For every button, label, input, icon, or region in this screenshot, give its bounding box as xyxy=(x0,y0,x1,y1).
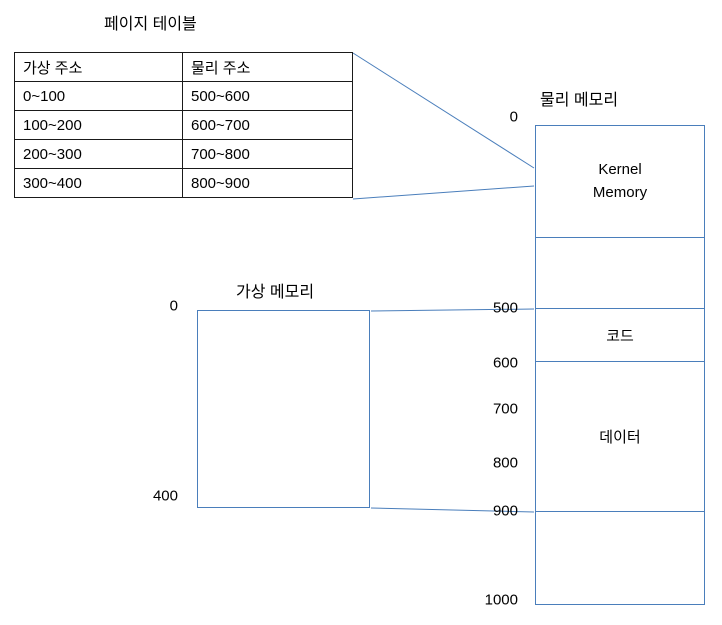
page-table: 가상 주소 물리 주소 0~100 500~600 100~200 600~70… xyxy=(14,52,353,198)
physical-memory-title: 물리 메모리 xyxy=(540,92,619,109)
cell-physical-range: 600~700 xyxy=(182,110,353,140)
memory-section-code: 코드 xyxy=(536,309,704,362)
table-row: 200~300 700~800 xyxy=(14,139,353,169)
pm-address-800: 800 xyxy=(492,454,518,472)
pm-address-0: 0 xyxy=(509,108,518,126)
cell-virtual-range: 100~200 xyxy=(14,110,183,140)
page-table-header-virtual: 가상 주소 xyxy=(14,52,183,82)
memory-section-free-lower xyxy=(536,512,704,604)
vm-address-400: 400 xyxy=(152,487,178,505)
cell-physical-range: 500~600 xyxy=(182,81,353,111)
page-table-header-row: 가상 주소 물리 주소 xyxy=(14,52,353,82)
connector-table-bottom-to-memory xyxy=(352,185,535,200)
virtual-memory-title: 가상 메모리 xyxy=(236,284,315,301)
pm-address-1000: 1000 xyxy=(484,591,518,609)
cell-physical-range: 800~900 xyxy=(182,168,353,198)
pm-address-700: 700 xyxy=(492,400,518,418)
cell-virtual-range: 300~400 xyxy=(14,168,183,198)
page-table-title: 페이지 테이블 xyxy=(104,16,197,33)
vm-address-0: 0 xyxy=(169,297,178,315)
cell-physical-range: 700~800 xyxy=(182,139,353,169)
physical-memory-box: Kernel Memory 코드 데이터 xyxy=(535,125,705,605)
memory-section-data: 데이터 xyxy=(536,362,704,512)
virtual-memory-box xyxy=(197,310,370,508)
kernel-memory-label: Kernel Memory xyxy=(592,161,648,201)
table-row: 300~400 800~900 xyxy=(14,168,353,198)
memory-section-free-upper xyxy=(536,238,704,309)
table-row: 100~200 600~700 xyxy=(14,110,353,140)
table-row: 0~100 500~600 xyxy=(14,81,353,111)
pm-address-600: 600 xyxy=(492,354,518,372)
cell-virtual-range: 200~300 xyxy=(14,139,183,169)
page-table-header-physical: 물리 주소 xyxy=(182,52,353,82)
pm-address-500: 500 xyxy=(492,299,518,317)
cell-virtual-range: 0~100 xyxy=(14,81,183,111)
memory-section-kernel: Kernel Memory xyxy=(536,126,704,238)
pm-address-900: 900 xyxy=(492,502,518,520)
